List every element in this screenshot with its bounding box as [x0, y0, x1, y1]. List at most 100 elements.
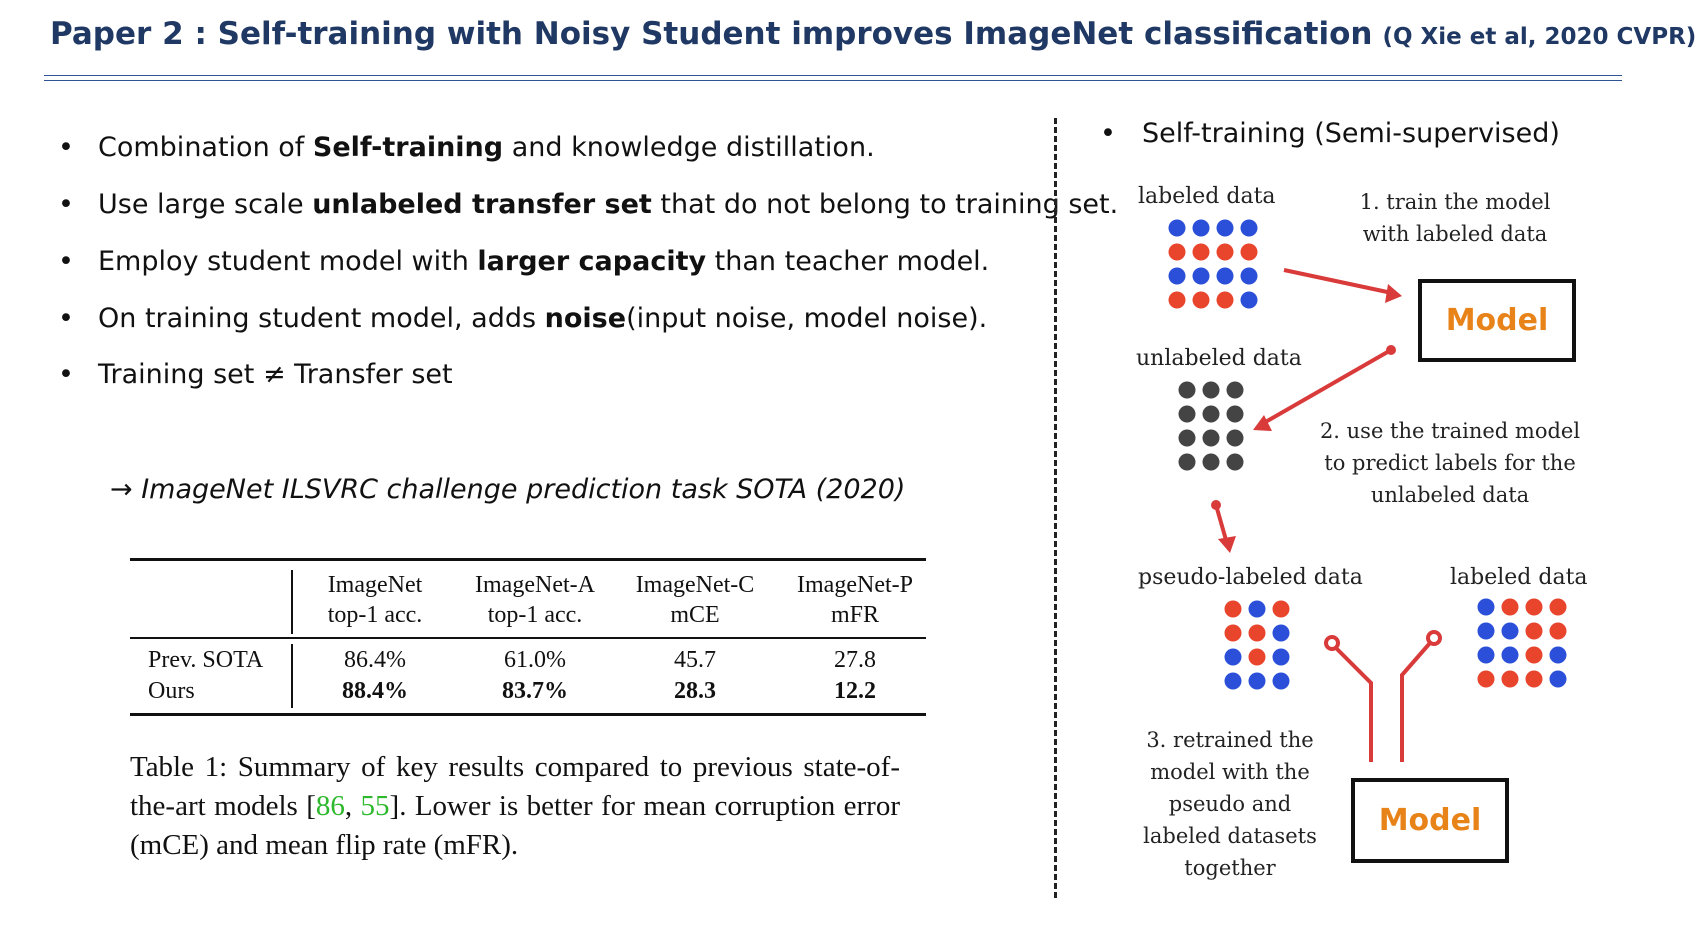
data-dot [1501, 646, 1519, 664]
diagram-bullet: • Self-training (Semi-supervised) [1100, 118, 1560, 149]
model-box-bottom: Model [1351, 778, 1509, 863]
table-top-rule [130, 558, 926, 561]
data-dot [1168, 219, 1186, 237]
title-reference: (Q Xie et al, 2020 CVPR) [1382, 24, 1696, 50]
data-dot [1226, 453, 1244, 471]
citation-link[interactable]: 86 [315, 790, 345, 822]
data-dot [1216, 243, 1234, 261]
data-dot [1192, 219, 1210, 237]
table-mid-rule [130, 637, 926, 639]
connector-node [1324, 635, 1340, 651]
table-bottom-rule [130, 713, 926, 716]
column-name: ImageNet-P [797, 572, 913, 598]
bullet-bold-text: Self-training [312, 132, 504, 163]
bullet-text: (input noise, model noise). [626, 303, 988, 334]
bullet-dot: • [1100, 118, 1116, 149]
data-dot [1248, 648, 1266, 666]
arrowhead [1385, 284, 1402, 303]
step-line: pseudo and [1168, 792, 1292, 816]
bullet-text: Combination of [98, 132, 313, 163]
data-dot [1549, 598, 1567, 616]
labeled-data-label: labeled data [1138, 184, 1276, 209]
dot-clusters [1168, 219, 1567, 690]
diagram-bullet-text: Self-training (Semi-supervised) [1142, 118, 1560, 149]
table-cell: 88.4% [342, 678, 408, 704]
data-dot [1216, 291, 1234, 309]
bullet-dot: • [58, 189, 74, 220]
column-header: ImageNet-C mCE [615, 570, 775, 630]
column-metric: top-1 acc. [327, 602, 423, 628]
data-dot [1226, 381, 1244, 399]
data-dot [1272, 624, 1290, 642]
table-cell: 83.7% [502, 678, 568, 704]
data-dot [1501, 670, 1519, 688]
data-dot [1525, 598, 1543, 616]
data-dot [1248, 624, 1266, 642]
bullet-item: •Use large scale unlabeled transfer set … [58, 189, 1118, 220]
row-label: Prev. SOTA [148, 647, 264, 673]
column-name: ImageNet-C [635, 572, 755, 598]
arrow-unlabeled-to-pseudo [1214, 504, 1228, 541]
column-divider [1054, 118, 1057, 898]
caption-separator: , [344, 790, 361, 822]
column-header: ImageNet-P mFR [775, 570, 935, 630]
data-dot [1272, 600, 1290, 618]
column-header: ImageNet-A top-1 acc. [455, 570, 615, 630]
table-caption: Table 1: Summary of key results compared… [130, 748, 900, 865]
data-dot [1240, 291, 1258, 309]
table-body-divider [291, 644, 293, 708]
data-dot [1216, 267, 1234, 285]
data-dot [1477, 598, 1495, 616]
bullet-text: than teacher model. [706, 246, 990, 277]
data-dot [1178, 405, 1196, 423]
bullet-bold-text: larger capacity [477, 246, 707, 277]
bullet-item: •Training set ≠ Transfer set [58, 359, 453, 390]
title-text: Paper 2 : Self-training with Noisy Stude… [50, 16, 1373, 52]
citation-link[interactable]: 55 [360, 790, 390, 822]
step-line: model with the [1150, 760, 1310, 784]
arrowhead [1218, 536, 1236, 553]
column-name: ImageNet-A [475, 572, 595, 598]
connector-pseudo-to-model [1334, 646, 1373, 762]
data-dot [1501, 598, 1519, 616]
step-line: 1. train the model [1359, 190, 1551, 214]
arrowhead [1253, 415, 1272, 431]
step-line: labeled datasets [1143, 824, 1317, 848]
table-cell: 86.4% [344, 647, 406, 673]
data-dot [1224, 600, 1242, 618]
data-dot [1202, 405, 1220, 423]
data-dot [1202, 453, 1220, 471]
pseudo-labeled-data-label: pseudo-labeled data [1138, 565, 1363, 590]
data-dot [1216, 219, 1234, 237]
table-cell: 45.7 [674, 647, 716, 673]
data-dot [1248, 600, 1266, 618]
data-dot [1272, 648, 1290, 666]
bullet-dot: • [58, 246, 74, 277]
bullet-text: On training student model, adds [98, 303, 545, 334]
column-name: ImageNet [327, 572, 423, 598]
bullet-text: Employ student model with [98, 246, 478, 277]
sota-note: → ImageNet ILSVRC challenge prediction t… [110, 474, 906, 505]
row-label: Ours [148, 678, 195, 704]
step3-text: 3. retrained the model with the pseudo a… [1125, 724, 1335, 884]
caption-text: ]. Lower is better for mean corruption e… [130, 790, 901, 861]
data-dot [1168, 243, 1186, 261]
data-dot [1525, 646, 1543, 664]
data-dot [1192, 291, 1210, 309]
data-dot [1240, 267, 1258, 285]
data-dot [1192, 243, 1210, 261]
bullet-bold-text: unlabeled transfer set [312, 189, 652, 220]
data-dot [1168, 291, 1186, 309]
data-dot [1202, 429, 1220, 447]
table-cell: 28.3 [674, 678, 716, 704]
arrow-labeled-to-model [1283, 268, 1393, 295]
bullet-item: •Combination of Self-training and knowle… [58, 132, 875, 163]
data-dot [1549, 670, 1567, 688]
data-dot [1501, 622, 1519, 640]
caption-text: Table 1: Summary of key results compared… [130, 751, 900, 822]
data-dot [1525, 670, 1543, 688]
data-dot [1178, 381, 1196, 399]
bullet-item: • Employ student model with larger capaci… [58, 246, 989, 277]
data-dot [1248, 672, 1266, 690]
